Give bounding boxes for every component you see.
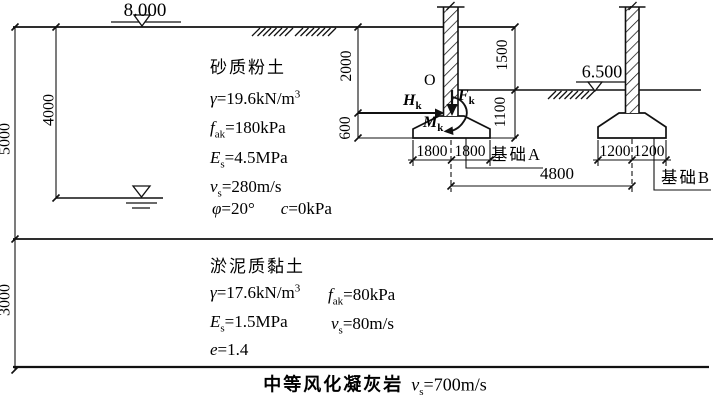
origin-point-label: O [424,72,436,89]
elevation-right-label: 6.500 [581,61,623,82]
elevation-top-label: 8.000 [123,0,167,22]
layer2-vs: vs=80m/s [331,314,394,337]
dim-1200-left: 1200 [599,142,631,160]
water-table-triangle-icon [131,185,152,199]
elev-8000-triangle-icon [132,14,152,28]
layer2-e: e=1.4 [210,340,249,359]
dim-1100: 1100 [491,96,509,128]
dim-1500: 1500 [493,39,511,71]
ground-hatch-marks [251,27,595,100]
hk-force-label: Hk [403,92,422,113]
ext-lines-found-a [412,140,491,166]
layer2-es: Es=1.5MPa [210,312,288,335]
strata-lines [13,26,713,369]
dim-5000: 5000 [0,123,14,155]
mk-force-label: Mk [423,114,444,135]
dim-4000: 4000 [40,94,58,126]
dimension-ticks [10,22,671,375]
layer1-name: 砂质粉土 [210,58,286,77]
mk-moment-arc [450,96,468,132]
fk-force-label: Fk [458,87,475,108]
ext-lines-found-b [597,140,667,166]
dim-1200-right: 1200 [633,142,665,160]
layer1-vs: vs=280m/s [210,177,282,200]
column-a [437,1,465,116]
foundations [412,112,667,139]
foundation-a-outline [412,115,491,139]
column-b [619,1,646,113]
dim-3000: 3000 [0,284,14,316]
layer1-gamma: γ=19.6kN/m3 [210,88,301,108]
elevation-markers [111,14,632,209]
dim-4800: 4800 [540,164,574,184]
foundation-b-label: 基础B [661,168,712,187]
mk-arrowhead-icon [443,126,454,135]
water-table-lines-icon [126,202,157,209]
dim-1800-left: 1800 [416,142,448,160]
dim-600: 600 [336,116,354,140]
foundation-b-outline [597,112,667,139]
elev-6500-triangle-icon [586,81,604,93]
dim-2000: 2000 [337,50,355,82]
fk-arrowhead-icon [446,104,458,116]
layer2-name: 淤泥质黏土 [210,257,305,276]
leader-found-b [653,138,711,191]
dim-1800-right: 1800 [454,142,486,160]
layer2-gamma: γ=17.6kN/m3 [210,282,301,302]
layer1-es: Es=4.5MPa [210,148,288,171]
hk-arrowhead-icon [435,108,445,118]
layer2-fak: fak=80kPa [328,285,396,308]
layer1-fak: fak=180kPa [210,118,286,141]
layer1-phi-c: φ=20°c=0kPa [212,199,332,218]
force-arrows [358,90,468,135]
leader-found-a [465,138,543,169]
foundation-a-label: 基础A [491,145,542,164]
